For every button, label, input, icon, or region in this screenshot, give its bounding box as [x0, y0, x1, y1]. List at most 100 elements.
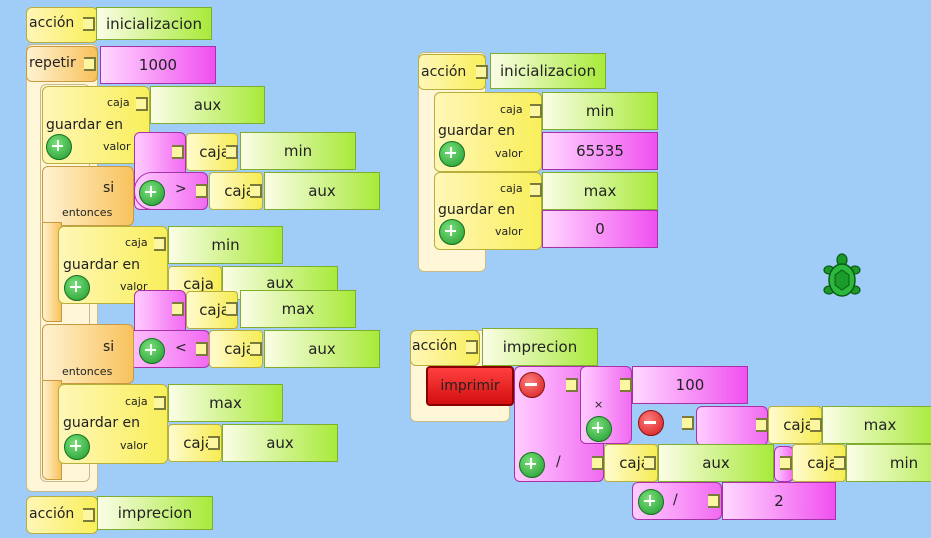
connector: [250, 184, 262, 198]
guardar-label: guardar en: [438, 202, 516, 218]
entonces-label: entonces: [62, 365, 113, 378]
print-var-min[interactable]: min: [846, 444, 931, 482]
greater-than-op: >: [175, 181, 187, 197]
accion-label: acción: [29, 15, 75, 31]
guardar1-var[interactable]: aux: [150, 86, 265, 124]
valor-label: valor: [120, 439, 148, 452]
init-val-1[interactable]: 65535: [542, 132, 658, 170]
valor-label: valor: [120, 280, 148, 293]
connector: [708, 494, 720, 508]
connector: [154, 396, 166, 410]
connector: [196, 184, 208, 198]
caja-label: caja: [125, 395, 148, 408]
connector: [644, 456, 656, 470]
accion-label: acción: [421, 64, 467, 80]
guardar-label: guardar en: [438, 123, 516, 139]
connector: [756, 418, 768, 432]
connector: [530, 183, 542, 197]
accion-name-value[interactable]: inicializacion: [96, 7, 212, 40]
remove-icon[interactable]: [519, 372, 545, 398]
connector: [466, 340, 478, 354]
connector: [250, 342, 262, 356]
multiply-op: ×: [594, 398, 604, 411]
bottom-accion-name[interactable]: imprecion: [97, 496, 213, 530]
init-accion-name[interactable]: inicializacion: [490, 53, 606, 89]
divide-op: /: [556, 454, 561, 470]
guardar2-var[interactable]: min: [168, 226, 283, 264]
valor-label: valor: [495, 147, 523, 160]
connector: [810, 418, 822, 432]
guardar-label: guardar en: [46, 117, 124, 133]
add-icon[interactable]: [46, 134, 72, 160]
print-num-100[interactable]: 100: [632, 366, 748, 404]
caja-label: caja: [500, 103, 523, 116]
add-icon[interactable]: [64, 434, 90, 460]
init-val-2[interactable]: 0: [542, 210, 658, 248]
connector: [208, 436, 220, 450]
if-block-2[interactable]: [42, 324, 134, 384]
entonces-label: entonces: [62, 206, 113, 219]
caja-block[interactable]: caja: [792, 444, 846, 482]
add-icon[interactable]: [139, 180, 165, 206]
turtle-icon[interactable]: [820, 252, 864, 302]
guardar3-var[interactable]: max: [168, 384, 283, 422]
if-block-1[interactable]: [42, 166, 134, 226]
print-var-aux[interactable]: aux: [658, 444, 774, 482]
print-num-2[interactable]: 2: [722, 482, 836, 520]
valor-label: valor: [103, 140, 131, 153]
init-accion-hat[interactable]: [418, 54, 486, 90]
connector: [566, 378, 578, 392]
init-var-2[interactable]: max: [542, 172, 658, 210]
caja-block[interactable]: caja: [604, 444, 658, 482]
add-icon[interactable]: [139, 338, 165, 364]
connector: [196, 342, 208, 356]
imprimir-block[interactable]: imprimir: [426, 366, 514, 406]
if2-cmp-var[interactable]: aux: [264, 330, 380, 368]
print-accion-name[interactable]: imprecion: [482, 328, 598, 366]
if1-var[interactable]: min: [240, 132, 356, 170]
add-icon[interactable]: [64, 275, 90, 301]
connector: [83, 17, 95, 31]
connector: [83, 508, 95, 522]
remove-icon[interactable]: [638, 410, 664, 436]
connector: [136, 97, 148, 111]
guardar-label: guardar en: [63, 415, 141, 431]
connector: [620, 378, 632, 392]
connector: [226, 302, 238, 316]
add-icon[interactable]: [439, 141, 465, 167]
connector: [84, 57, 96, 71]
accion-label: acción: [29, 506, 75, 522]
if2-var[interactable]: max: [240, 290, 356, 328]
add-icon[interactable]: [519, 452, 545, 478]
guardar3-val[interactable]: aux: [222, 424, 338, 462]
add-icon[interactable]: [439, 219, 465, 245]
si-label: si: [103, 180, 115, 196]
divide-op: /: [673, 492, 678, 508]
add-icon[interactable]: [638, 489, 664, 515]
left-script: acción inicializacion repetir 1000 caja …: [0, 0, 390, 538]
imprimir-label: imprimir: [440, 378, 500, 394]
add-icon[interactable]: [586, 416, 612, 442]
connector: [154, 237, 166, 251]
caja-block[interactable]: caja: [186, 291, 238, 329]
connector: [172, 302, 184, 316]
init-script: acción inicializacion caja guardar en va…: [410, 40, 670, 280]
repeat-count-value[interactable]: 1000: [100, 46, 216, 84]
print-script: acción imprecion imprimir / × 100 caja m…: [400, 320, 931, 530]
print-var-max[interactable]: max: [822, 406, 931, 444]
repeat-label: repetir: [29, 55, 76, 71]
less-than-op: <: [175, 340, 187, 356]
connector: [530, 104, 542, 118]
init-var-1[interactable]: min: [542, 92, 658, 130]
caja-label: caja: [125, 236, 148, 249]
connector: [172, 145, 184, 159]
valor-label: valor: [495, 225, 523, 238]
if1-cmp-var[interactable]: aux: [264, 172, 380, 210]
connector: [592, 456, 604, 470]
accion-label: acción: [412, 338, 458, 354]
caja-label: caja: [500, 182, 523, 195]
connector: [226, 145, 238, 159]
si-label: si: [103, 339, 115, 355]
guardar-label: guardar en: [63, 257, 141, 273]
connector: [780, 456, 792, 470]
